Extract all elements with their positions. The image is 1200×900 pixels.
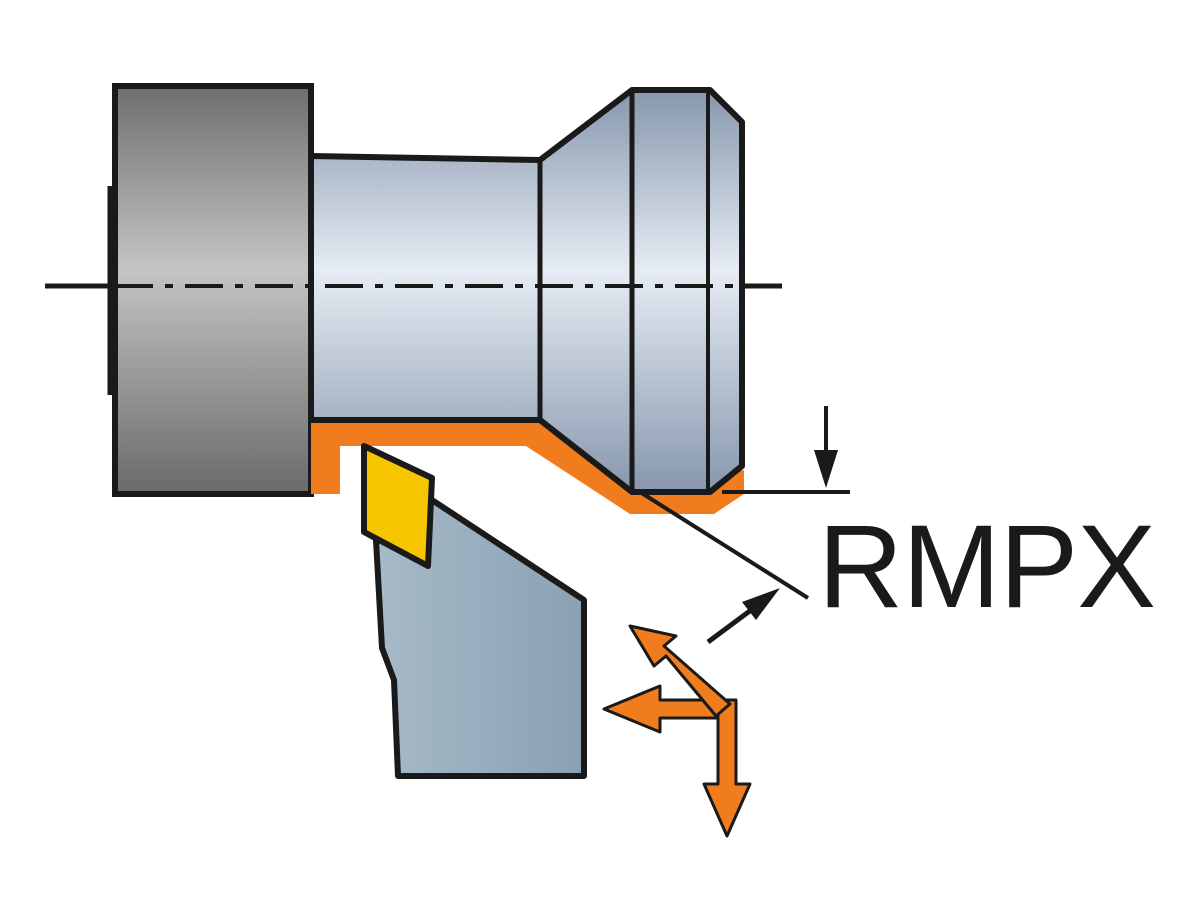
- chuck: [107, 83, 314, 497]
- feed-direction-arrows-icon: [602, 624, 752, 838]
- depth-of-cut-arrow-icon: [722, 406, 850, 494]
- approach-angle-arrow-icon: [638, 490, 810, 645]
- workpiece: [308, 87, 745, 495]
- cutting-insert: [361, 443, 435, 569]
- tool-code-label: RMPX: [818, 501, 1156, 633]
